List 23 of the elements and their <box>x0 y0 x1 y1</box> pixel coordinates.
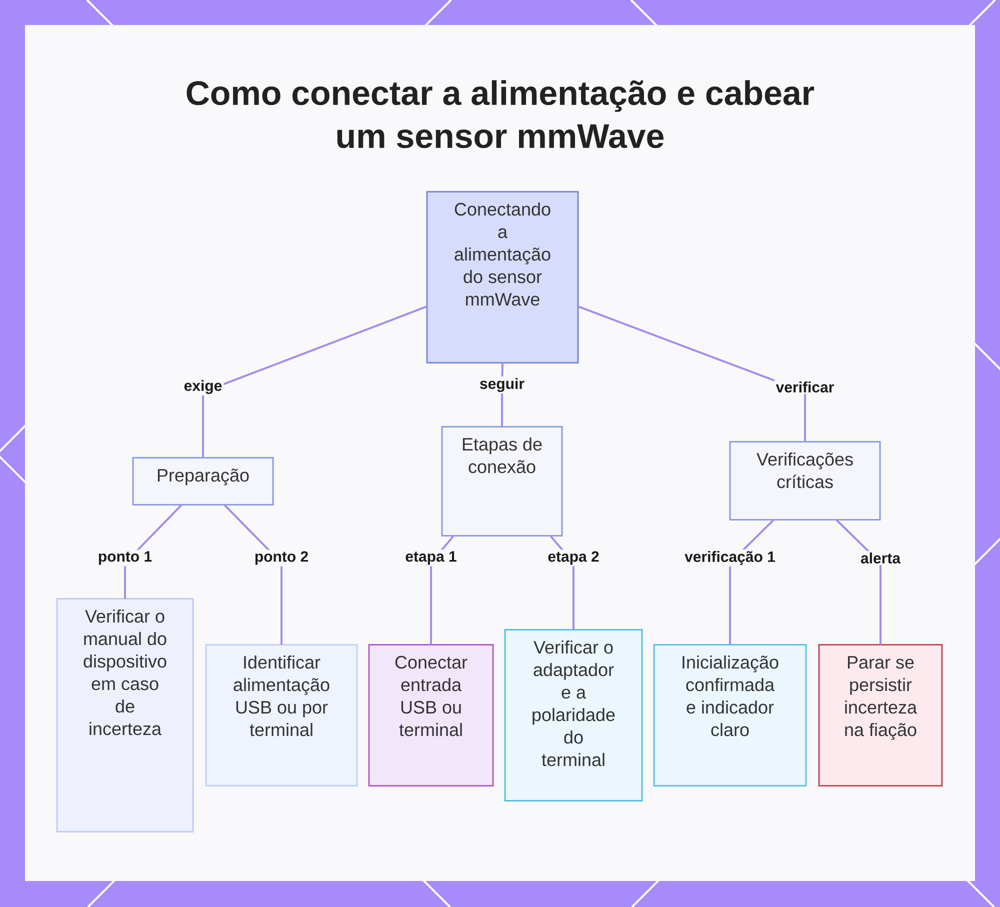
detail-box: Verificar o manual do dispositivo em caso de incerteza <box>56 598 194 832</box>
edge-label: ponto 1 <box>96 550 154 566</box>
subtopic-box: Preparação <box>132 457 274 506</box>
title: Como conectar a alimentação e cabear um sensor mmWave <box>186 80 814 148</box>
main-topic-box: Conectando a alimentação do sensor mmWave <box>426 191 579 364</box>
edge-label: etapa 1 <box>404 550 458 566</box>
connector-line <box>202 306 428 458</box>
detail-box: Parar se persistir incerteza na fiação <box>818 644 943 786</box>
detail-box: Inicialização confirmada e indicador claro <box>653 644 807 786</box>
subtopic-box: Verificações críticas <box>729 441 881 520</box>
subtopic-box: Etapas de conexão <box>441 426 563 536</box>
detail-box: Identificar alimentação USB ou por terminal <box>205 644 358 786</box>
edge-label: alerta <box>859 550 902 565</box>
detail-box: Verificar o adaptador e a polaridade do terminal <box>504 629 643 802</box>
edge-label: etapa 2 <box>546 550 601 566</box>
detail-box: Conectar entrada USB ou terminal <box>368 644 494 786</box>
edge-label: verificação 1 <box>683 550 777 566</box>
edge-label: ponto 2 <box>252 550 310 566</box>
connector-line <box>836 520 882 645</box>
connector-line <box>578 306 806 442</box>
edge-label: exige <box>182 378 224 396</box>
edge-label: verificar <box>774 380 836 394</box>
edge-label: seguir <box>478 376 526 394</box>
